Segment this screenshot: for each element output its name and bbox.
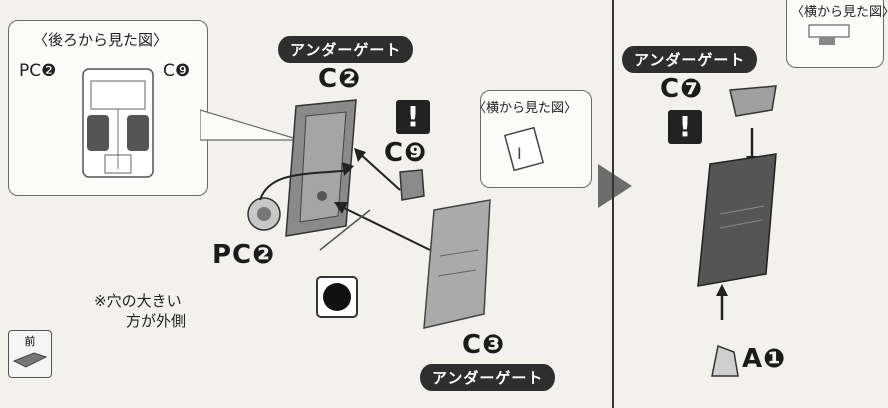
front-arrow-icon [12, 352, 48, 368]
caution-icon: ! [396, 100, 430, 134]
next-step-arrow [598, 164, 632, 208]
right-caution-icon: ! [668, 110, 702, 144]
back-view-title: 〈後ろから見た図〉 [33, 31, 169, 49]
right-side-view-panel: 〈横から見た図〉 [786, 0, 888, 68]
part-c7-drawing [729, 85, 777, 117]
svg-text:I: I [517, 144, 522, 163]
part-a1-label: A❶ [742, 344, 787, 374]
under-gate-label-top: アンダーゲート [278, 36, 414, 63]
back-view-panel: 〈後ろから見た図〉 PC❷ C❾ [8, 20, 208, 196]
back-view-drawing [82, 68, 154, 178]
part-c7-label: C❼ [660, 74, 704, 104]
right-side-view-title: 〈横から見た図〉 [791, 5, 888, 20]
part-c3-drawing [423, 199, 491, 329]
part-c3-label: C❸ [462, 330, 506, 360]
note-line-2: 方が外側 [126, 312, 187, 330]
note-line-1: ※穴の大きい [94, 292, 182, 310]
section-divider [612, 0, 614, 408]
part-c9-label: C❾ [384, 138, 428, 168]
right-assembly-drawing [697, 128, 777, 320]
part-pc2-drawing [247, 197, 281, 231]
side-view-drawing: I [503, 126, 545, 172]
back-view-pc2-label: PC❷ [19, 61, 57, 81]
side-view-panel: 〈横から見た図〉 I [473, 90, 592, 188]
part-c9-drawing [399, 169, 425, 201]
right-under-gate-label: アンダーゲート [622, 46, 758, 73]
side-view-title: 〈横から見た図〉 [473, 101, 578, 116]
gate-mark-icon [316, 276, 358, 318]
back-view-connector [200, 109, 301, 141]
front-orientation-badge: 前 [8, 330, 52, 378]
assembly-arrows [259, 148, 431, 251]
part-a1-drawing [711, 344, 739, 377]
under-gate-label-bottom: アンダーゲート [420, 364, 556, 391]
part-c2-label: C❷ [318, 64, 362, 94]
front-orientation-label: 前 [24, 335, 36, 348]
right-side-view-drawing [808, 24, 850, 45]
part-pc2-label: PC❷ [212, 240, 276, 270]
back-view-c9-label: C❾ [163, 61, 191, 81]
